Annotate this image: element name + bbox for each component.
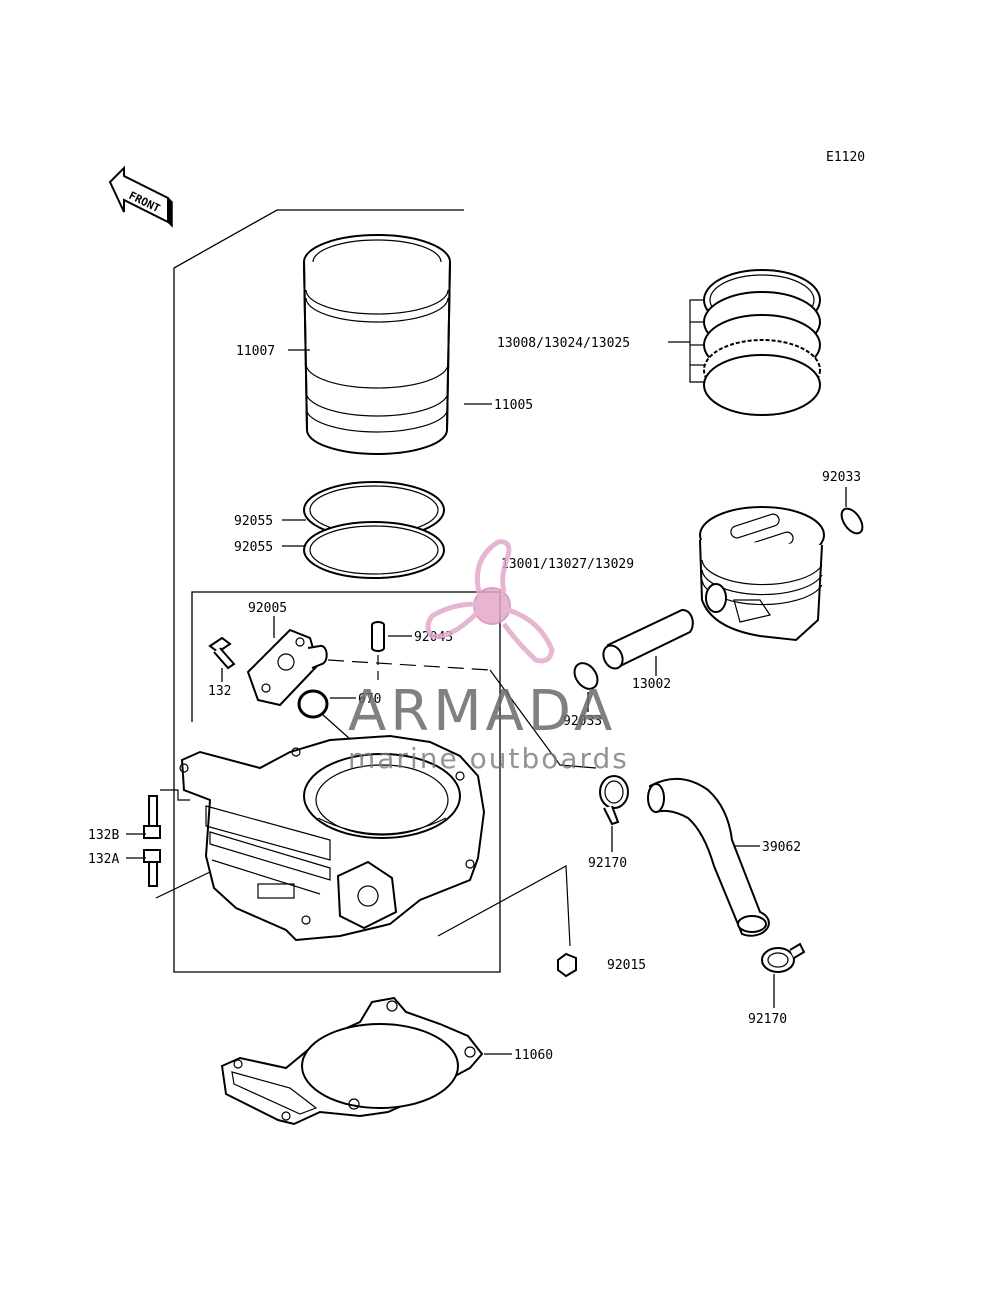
bolt-132b: [143, 795, 161, 839]
watermark-tagline: marine outboards: [348, 742, 629, 775]
label-rings: 13008/13024/13025: [497, 336, 630, 351]
assembly-frame: [173, 209, 501, 973]
watermark-brand: ARMADA: [348, 679, 616, 744]
circlip-top: [840, 507, 864, 535]
label-92015: 92015: [607, 958, 646, 973]
label-11007: 11007: [236, 344, 275, 359]
label-132: 132: [208, 684, 231, 699]
label-92005: 92005: [248, 601, 287, 616]
front-arrow-icon: FRONT: [108, 165, 173, 228]
plug-92015: [557, 952, 577, 978]
hose-clamp-a: [599, 775, 629, 826]
label-92170-a: 92170: [588, 856, 627, 871]
label-13002: 13002: [632, 677, 671, 692]
label-11005: 11005: [494, 398, 533, 413]
dowel-92043: [371, 621, 385, 652]
label-92055-a: 92055: [234, 514, 273, 529]
label-39062: 39062: [762, 840, 801, 855]
bolt-132a: [143, 849, 161, 887]
label-92033-mid: 92033: [563, 714, 602, 729]
piston: [699, 506, 825, 642]
hose-clamp-b: [761, 942, 806, 973]
watermark: ARMADA marine outboards: [348, 539, 629, 775]
label-92033-top: 92033: [822, 470, 861, 485]
water-hose: [647, 777, 770, 937]
cylinder-sleeve: [303, 234, 451, 455]
label-92170-b: 92170: [748, 1012, 787, 1027]
bolt-132: [208, 636, 236, 670]
label-92055-b: 92055: [234, 540, 273, 555]
piston-pin: [602, 608, 694, 670]
base-gasket: [220, 996, 484, 1126]
diagram-code: E1120: [826, 150, 865, 165]
o-rings-92055: [303, 481, 445, 579]
label-11060: 11060: [514, 1048, 553, 1063]
label-670: 670: [358, 692, 381, 707]
label-132b: 132B: [88, 828, 119, 843]
label-piston: 13001/13027/13029: [501, 557, 634, 572]
cylinder-block: [179, 734, 486, 942]
piston-rings: [689, 269, 821, 416]
label-132a: 132A: [88, 852, 119, 867]
o-ring-670: [297, 689, 329, 719]
circlip-mid: [573, 662, 599, 690]
propeller-logo-icon: [425, 539, 555, 664]
water-fitting-92005: [246, 628, 328, 707]
